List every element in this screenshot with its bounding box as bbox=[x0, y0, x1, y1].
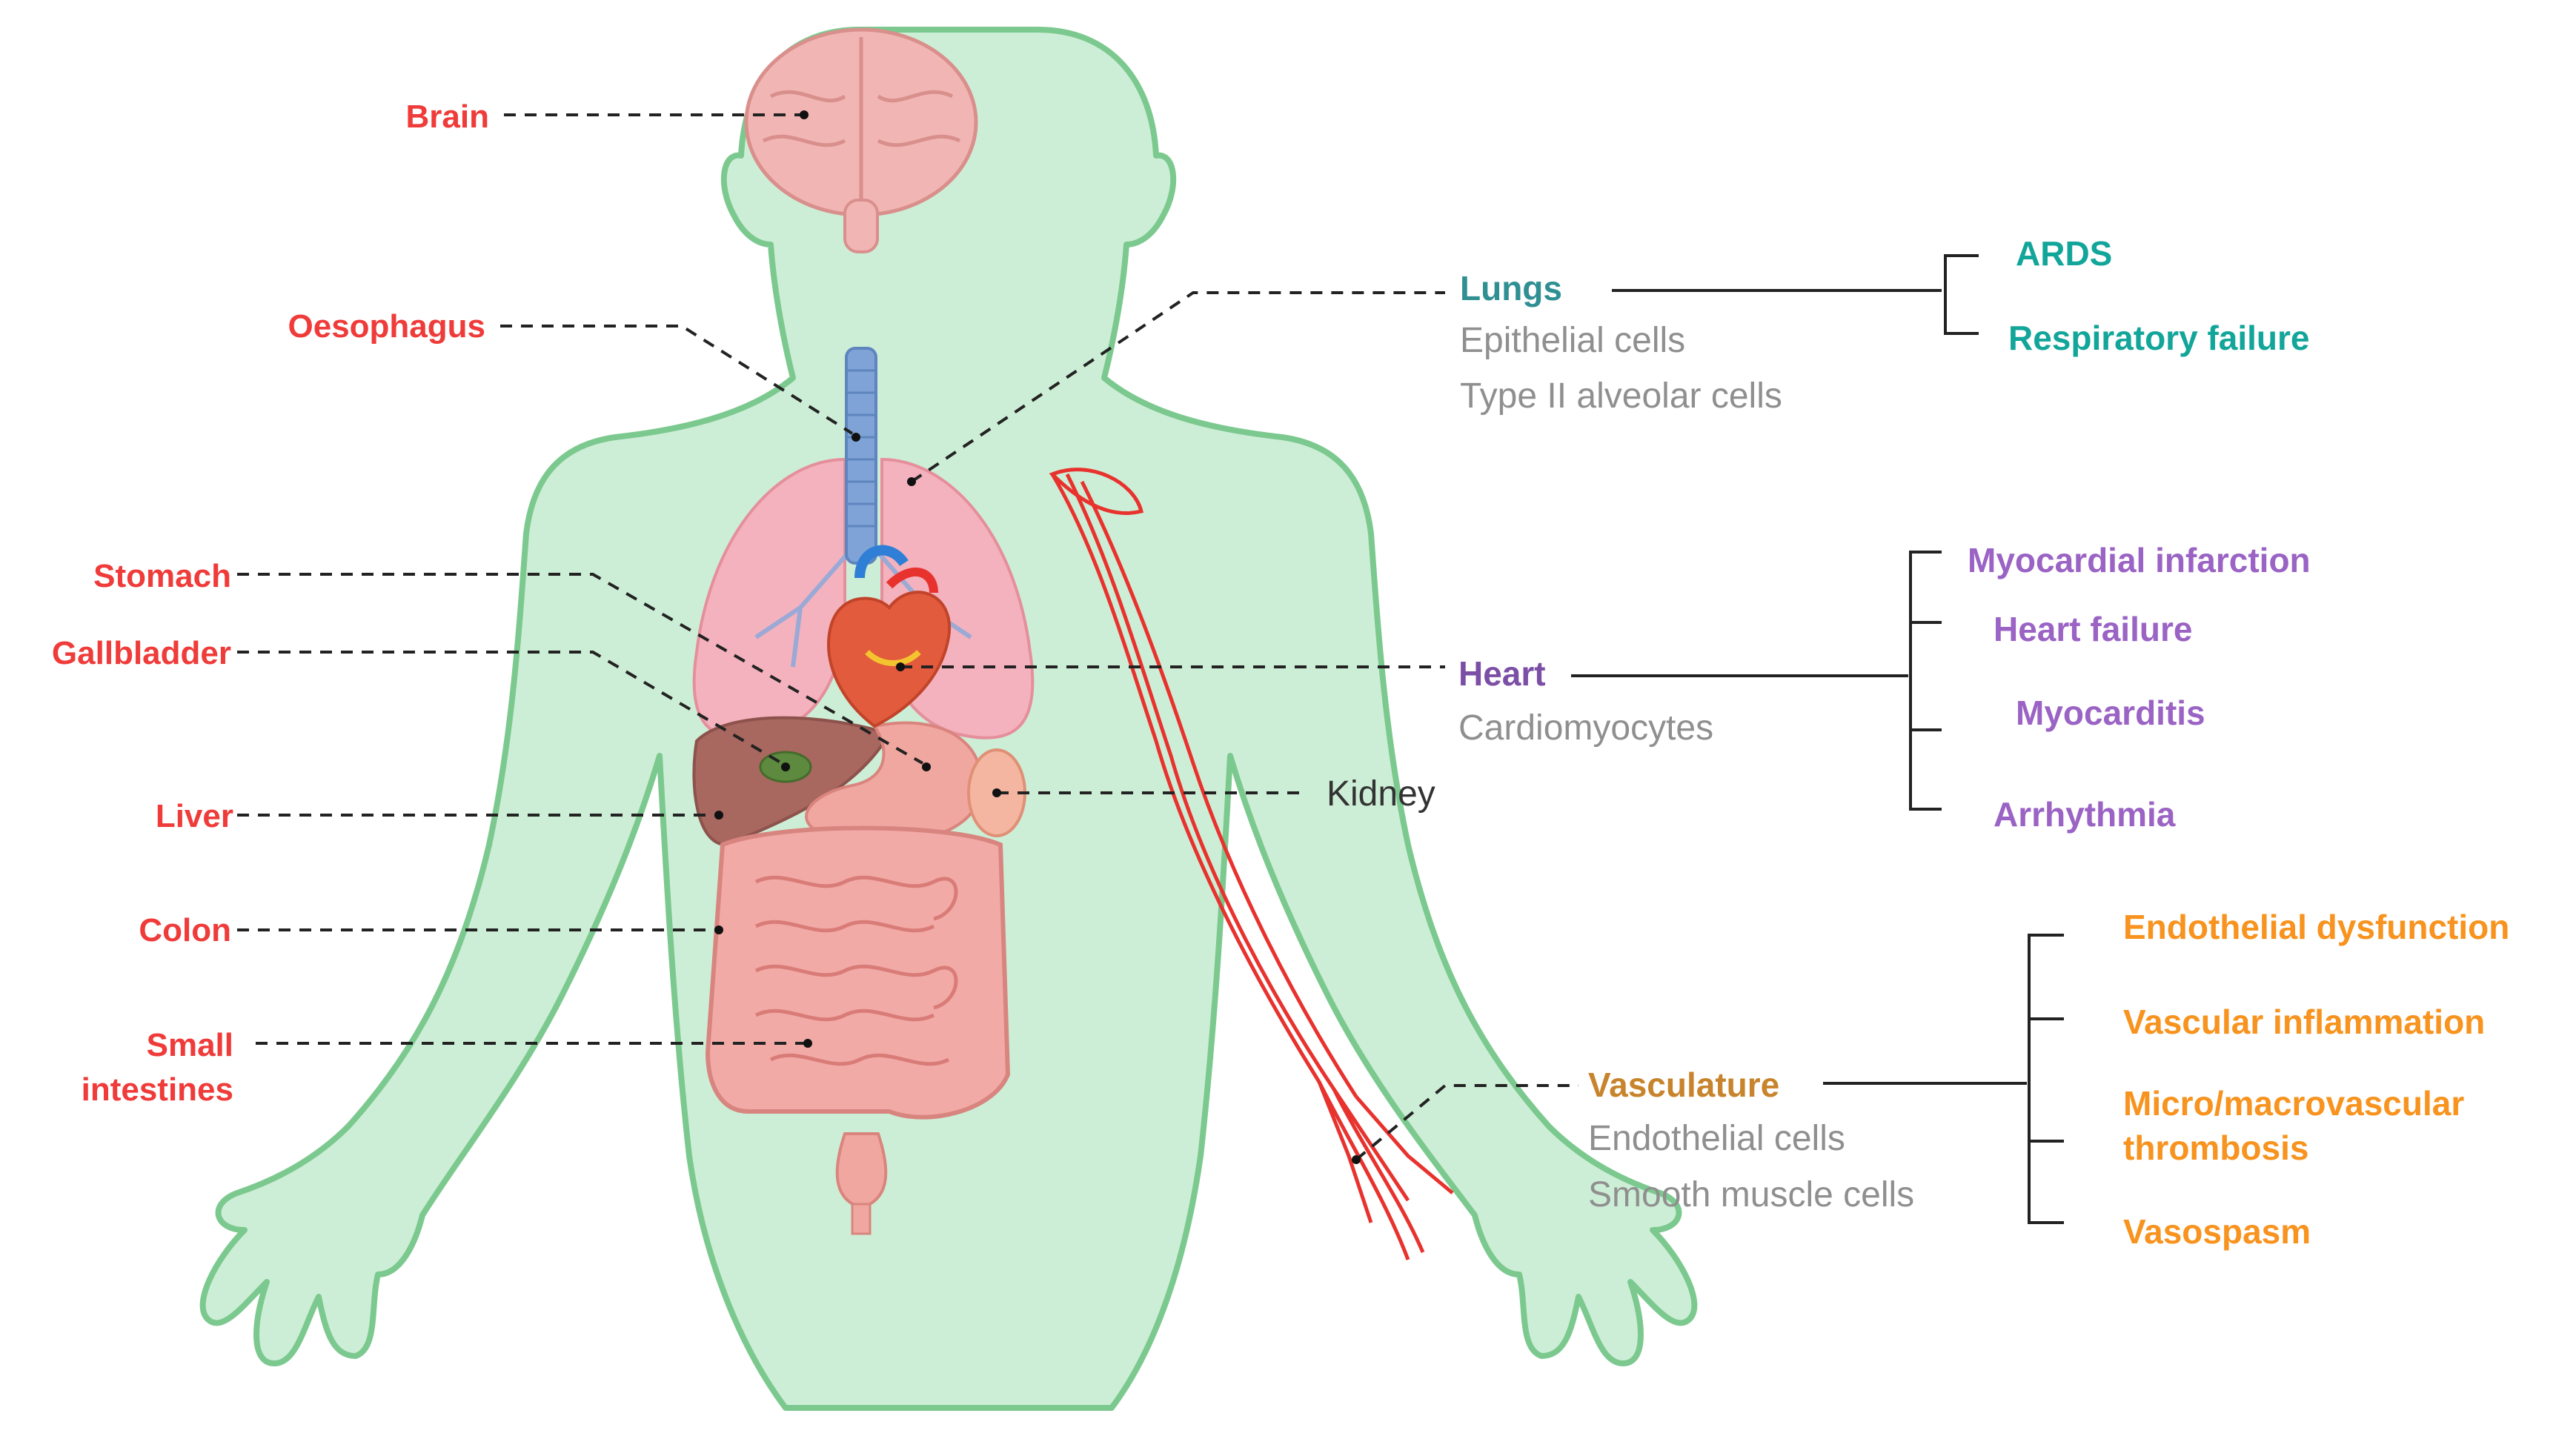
brain-illustration bbox=[744, 27, 978, 253]
lungs-cell-1: Epithelial cells bbox=[1460, 321, 1685, 360]
heart-outcome-myocardial-infarction: Myocardial infarction bbox=[1968, 541, 2311, 579]
vasc-outcome-endothelial-dysfunction: Endothelial dysfunction bbox=[2123, 908, 2509, 946]
label-liver: Liver bbox=[156, 798, 233, 834]
heart-cell-1: Cardiomyocytes bbox=[1458, 708, 1713, 748]
leader-oesophagus bbox=[500, 325, 854, 435]
leader-lungs-dot bbox=[907, 477, 916, 486]
vasculature-cell-2: Smooth muscle cells bbox=[1588, 1175, 1914, 1214]
label-colon: Colon bbox=[139, 912, 231, 948]
label-gallbladder: Gallbladder bbox=[52, 635, 231, 671]
vasculature-title: Vasculature bbox=[1588, 1066, 1779, 1104]
label-oesophagus: Oesophagus bbox=[288, 308, 486, 345]
colon-illustration bbox=[705, 825, 1011, 1120]
leader-oesophagus-dot bbox=[852, 433, 860, 442]
leader-lines bbox=[237, 110, 1579, 1164]
leader-gallbladder-dot bbox=[781, 762, 790, 771]
lungs-cell-2: Type II alveolar cells bbox=[1460, 376, 1782, 416]
lungs-outcome-ards: ARDS bbox=[2016, 234, 2112, 273]
leader-small-intestines-dot bbox=[803, 1039, 812, 1048]
leader-lungs bbox=[910, 291, 1445, 483]
leader-brain-dot bbox=[800, 110, 809, 119]
leader-stomach-dot bbox=[922, 762, 931, 771]
heart-bracket bbox=[1909, 551, 1942, 811]
leader-heart-dot bbox=[896, 662, 905, 671]
connectors bbox=[1571, 254, 2064, 1224]
heart-title: Heart bbox=[1458, 654, 1546, 693]
label-stomach: Stomach bbox=[93, 558, 231, 594]
trachea-illustration bbox=[845, 347, 877, 565]
heart-outcome-arrhythmia: Arrhythmia bbox=[1994, 795, 2176, 834]
label-brain: Brain bbox=[406, 99, 489, 135]
label-small-intestines-2: intestines bbox=[82, 1071, 233, 1108]
leader-kidney-dot bbox=[992, 788, 1001, 797]
vasc-outcome-vascular-inflammation: Vascular inflammation bbox=[2123, 1003, 2485, 1041]
label-kidney: Kidney bbox=[1327, 774, 1435, 814]
label-small-intestines-1: Small bbox=[147, 1027, 233, 1063]
leader-colon-dot bbox=[714, 925, 723, 934]
leader-liver-dot bbox=[714, 811, 723, 820]
vasculature-bracket bbox=[2028, 934, 2064, 1224]
heart-outcome-myocarditis: Myocarditis bbox=[2016, 694, 2205, 732]
small-intestines-illustration bbox=[754, 875, 958, 1066]
leader-stomach bbox=[237, 573, 923, 765]
vasc-outcome-thrombosis-line2: thrombosis bbox=[2123, 1129, 2308, 1167]
organ-labels: Brain Oesophagus Stomach Gallbladder Liv… bbox=[52, 99, 1435, 1108]
lungs-bracket bbox=[1944, 254, 1979, 335]
vasc-outcome-vasospasm: Vasospasm bbox=[2123, 1212, 2311, 1251]
lungs-title: Lungs bbox=[1460, 269, 1562, 308]
leader-vasculature-dot bbox=[1352, 1155, 1361, 1164]
lungs-group: Lungs Epithelial cells Type II alveolar … bbox=[1460, 234, 2309, 416]
leader-gallbladder bbox=[237, 651, 783, 765]
arm-vessels-illustration bbox=[1049, 468, 1454, 1260]
vasculature-cell-1: Endothelial cells bbox=[1588, 1119, 1845, 1158]
heart-illustration bbox=[827, 545, 952, 728]
heart-outcome-heart-failure: Heart failure bbox=[1994, 610, 2192, 648]
bladder-illustration bbox=[835, 1132, 888, 1235]
vasc-outcome-thrombosis-line1: Micro/macrovascular bbox=[2123, 1084, 2464, 1123]
heart-group: Heart Cardiomyocytes Myocardial infarcti… bbox=[1458, 541, 2311, 834]
vasculature-group: Vasculature Endothelial cells Smooth mus… bbox=[1588, 908, 2509, 1251]
lungs-outcome-respiratory-failure: Respiratory failure bbox=[2008, 319, 2309, 357]
